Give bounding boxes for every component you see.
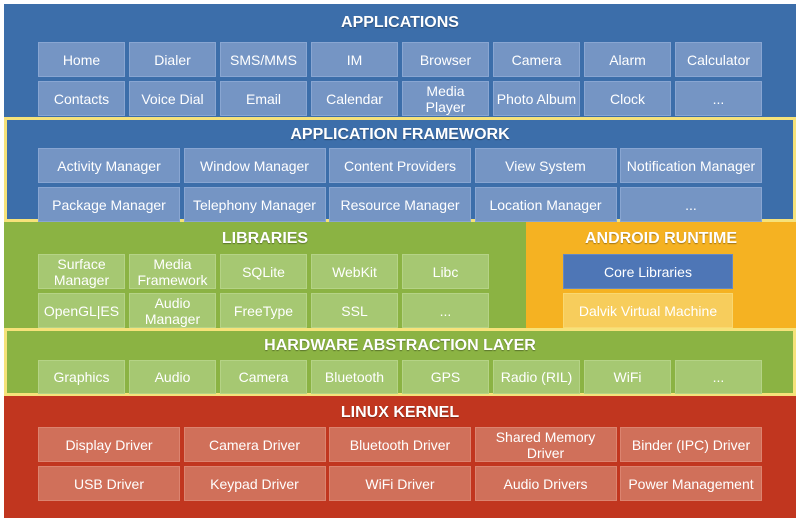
applications-alarm-box: Alarm <box>584 42 671 77</box>
libraries-media-framework-box: Media Framework <box>129 254 216 289</box>
applications-calendar-box: Calendar <box>311 81 398 116</box>
kernel-usb-driver-box: USB Driver <box>38 466 180 501</box>
application-framework-title: APPLICATION FRAMEWORK <box>290 126 510 143</box>
libraries-libc-box: Libc <box>402 254 489 289</box>
framework-more-box: ... <box>620 187 762 222</box>
android-runtime-layer: ANDROID RUNTIME Core Libraries Dalvik Vi… <box>526 222 796 328</box>
libraries-title: LIBRARIES <box>221 230 309 247</box>
applications-media-player-box: Media Player <box>402 81 489 116</box>
kernel-wifi-driver-box: WiFi Driver <box>329 466 471 501</box>
linux-kernel-title: LINUX KERNEL <box>340 404 460 421</box>
kernel-camera-driver-box: Camera Driver <box>183 427 326 462</box>
hal-camera-box: Camera <box>220 360 307 394</box>
kernel-keypad-driver-box: Keypad Driver <box>183 466 326 501</box>
framework-notification-manager-box: Notification Manager <box>620 148 762 183</box>
libraries-surface-manager-box: Surface Manager <box>38 254 125 289</box>
applications-calculator-box: Calculator <box>675 42 762 77</box>
kernel-power-management-box: Power Management <box>620 466 762 501</box>
framework-package-manager-box: Package Manager <box>38 187 180 222</box>
android-runtime-title: ANDROID RUNTIME <box>585 230 737 247</box>
framework-location-manager-box: Location Manager <box>474 187 617 222</box>
hal-radio-ril-box: Radio (RIL) <box>493 360 580 394</box>
hal-wifi-box: WiFi <box>584 360 671 394</box>
libraries-audio-manager-box: Audio Manager <box>129 293 216 328</box>
libraries-freetype-box: FreeType <box>220 293 307 328</box>
applications-email-box: Email <box>220 81 307 116</box>
applications-dialer-box: Dialer <box>129 42 216 77</box>
applications-contacts-box: Contacts <box>38 81 125 116</box>
applications-sms-mms-box: SMS/MMS <box>220 42 307 77</box>
framework-view-system-box: View System <box>474 148 617 183</box>
applications-im-box: IM <box>311 42 398 77</box>
kernel-audio-drivers-box: Audio Drivers <box>474 466 617 501</box>
applications-more-box: ... <box>675 81 762 116</box>
hardware-abstraction-layer-title: HARDWARE ABSTRACTION LAYER <box>264 337 536 354</box>
hal-graphics-box: Graphics <box>38 360 125 394</box>
applications-browser-box: Browser <box>402 42 489 77</box>
applications-title: APPLICATIONS <box>341 14 459 31</box>
applications-clock-box: Clock <box>584 81 671 116</box>
kernel-binder-ipc-driver-box: Binder (IPC) Driver <box>620 427 762 462</box>
framework-window-manager-box: Window Manager <box>183 148 326 183</box>
applications-camera-box: Camera <box>493 42 580 77</box>
kernel-bluetooth-driver-box: Bluetooth Driver <box>329 427 471 462</box>
framework-resource-manager-box: Resource Manager <box>329 187 471 222</box>
framework-activity-manager-box: Activity Manager <box>38 148 180 183</box>
hal-gps-box: GPS <box>402 360 489 394</box>
libraries-more-box: ... <box>402 293 489 328</box>
libraries-ssl-box: SSL <box>311 293 398 328</box>
framework-telephony-manager-box: Telephony Manager <box>183 187 326 222</box>
hal-bluetooth-box: Bluetooth <box>311 360 398 394</box>
core-libraries-box: Core Libraries <box>563 254 733 289</box>
libraries-sqlite-box: SQLite <box>220 254 307 289</box>
hal-more-box: ... <box>675 360 762 394</box>
framework-content-providers-box: Content Providers <box>329 148 471 183</box>
dalvik-virtual-machine-box: Dalvik Virtual Machine <box>563 293 733 328</box>
applications-home-box: Home <box>38 42 125 77</box>
applications-voice-dial-box: Voice Dial <box>129 81 216 116</box>
kernel-shared-memory-driver-box: Shared Memory Driver <box>474 427 617 462</box>
hal-audio-box: Audio <box>129 360 216 394</box>
applications-photo-album-box: Photo Album <box>493 81 580 116</box>
libraries-opengl-es-box: OpenGL|ES <box>38 293 125 328</box>
kernel-display-driver-box: Display Driver <box>38 427 180 462</box>
libraries-webkit-box: WebKit <box>311 254 398 289</box>
